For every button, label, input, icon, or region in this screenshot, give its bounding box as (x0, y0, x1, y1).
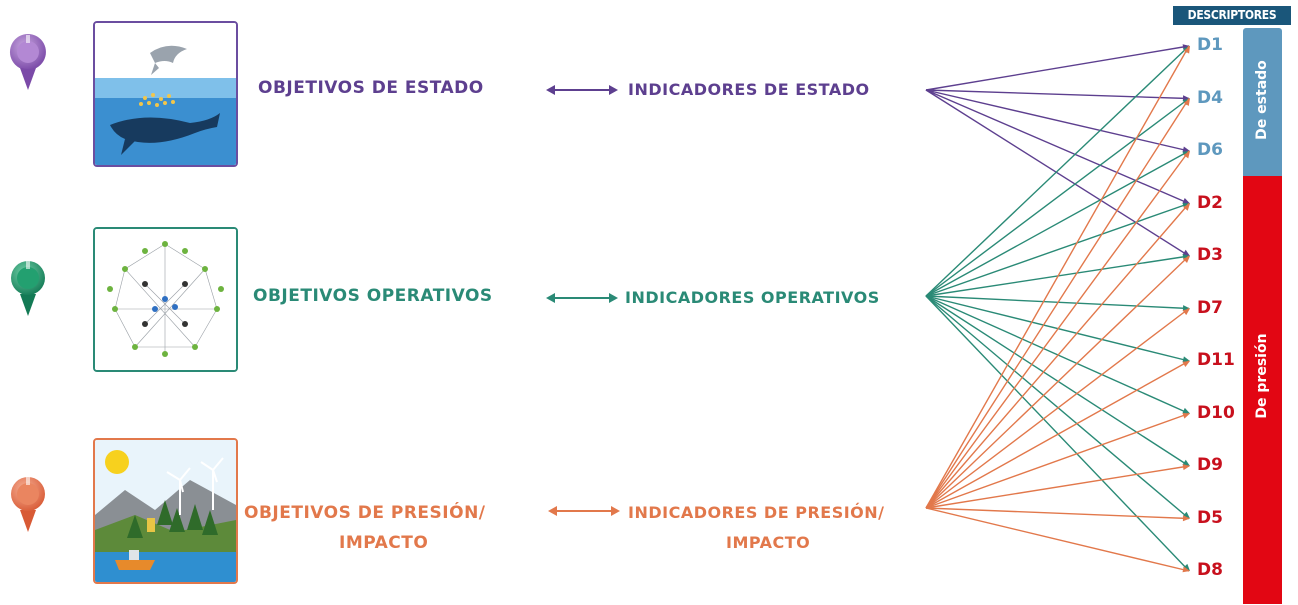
arrowhead-presion-d11 (1182, 361, 1190, 368)
double-arrow-icon (548, 506, 620, 516)
indicator-label-presion: INDICADORES DE PRESIÓN/ IMPACTO (628, 498, 885, 558)
indicator-label-operativos: INDICADORES OPERATIVOS (625, 288, 880, 307)
estado-image (93, 21, 238, 167)
indicator-label-presion-line1: INDICADORES DE PRESIÓN/ (628, 503, 885, 522)
link-presion-d3 (925, 255, 1190, 509)
arrowhead-operativos-d8 (1182, 563, 1190, 571)
link-presion-d10 (925, 412, 1190, 509)
link-operativos-d9 (925, 295, 1190, 467)
descriptor-d6: D6 (1197, 140, 1223, 160)
descriptor-d1: D1 (1197, 35, 1223, 55)
presion-bar (1243, 176, 1282, 604)
presion-bar-label: De presión (1254, 333, 1270, 419)
indicator-label-estado: INDICADORES DE ESTADO (628, 80, 870, 99)
arrowhead-estado-d3 (1182, 249, 1190, 256)
arrowhead-presion-d1 (1183, 46, 1190, 54)
descriptor-d4: D4 (1197, 87, 1223, 108)
arrowhead-estado-d4 (1182, 95, 1190, 102)
presion-pin-icon (11, 477, 45, 532)
link-estado-d2 (925, 89, 1190, 205)
arrowhead-operativos-d9 (1182, 459, 1190, 466)
estado-bar-label: De estado (1254, 60, 1270, 140)
double-arrow-icon (546, 85, 618, 95)
double-arrow-icon (546, 293, 618, 303)
link-operativos-d6 (925, 150, 1190, 297)
objective-label-presion-line2: IMPACTO (339, 533, 429, 553)
indicator-label-presion-line2: IMPACTO (726, 533, 811, 552)
descriptor-d3: D3 (1197, 245, 1223, 265)
descriptor-d10: D10 (1197, 402, 1235, 423)
link-estado-d4 (925, 89, 1190, 100)
arrowhead-presion-d10 (1182, 413, 1190, 419)
arrowhead-presion-d3 (1182, 256, 1190, 264)
arrowhead-operativos-d7 (1182, 305, 1190, 312)
link-operativos-d1 (925, 45, 1190, 297)
link-presion-d2 (925, 203, 1190, 509)
link-presion-d7 (925, 307, 1190, 509)
link-presion-d1 (925, 45, 1190, 509)
arrowhead-presion-d7 (1182, 308, 1190, 316)
link-presion-d6 (925, 150, 1190, 509)
descriptor-d5: D5 (1197, 507, 1223, 528)
arrowhead-presion-d4 (1183, 98, 1190, 107)
descriptor-d9: D9 (1197, 455, 1223, 475)
objective-label-presion: OBJETIVOS DE PRESIÓN/ IMPACTO (244, 498, 486, 558)
presion-image (93, 438, 238, 584)
arrowhead-presion-d5 (1182, 515, 1190, 522)
objective-label-operativos: OBJETIVOS OPERATIVOS (253, 286, 493, 306)
arrowhead-estado-d2 (1182, 197, 1190, 204)
estado-bar (1243, 28, 1282, 176)
arrowhead-operativos-d10 (1182, 407, 1190, 414)
link-estado-d6 (925, 89, 1190, 152)
descriptor-d2: D2 (1197, 192, 1223, 213)
link-operativos-d2 (925, 202, 1190, 297)
link-estado-d3 (925, 89, 1190, 257)
link-operativos-d4 (925, 97, 1190, 297)
link-presion-d8 (925, 507, 1190, 572)
descriptor-d7: D7 (1197, 297, 1223, 318)
link-presion-d4 (925, 98, 1190, 509)
objective-label-presion-line1: OBJETIVOS DE PRESIÓN/ (244, 503, 486, 523)
descriptores-header: DESCRIPTORES (1173, 6, 1291, 25)
descriptor-d8: D8 (1197, 560, 1223, 580)
operativos-pin-icon (11, 261, 45, 316)
link-presion-d5 (925, 507, 1190, 520)
arrowhead-presion-d9 (1182, 464, 1190, 471)
link-operativos-d5 (925, 295, 1190, 520)
arrowhead-presion-d6 (1183, 151, 1190, 159)
link-operativos-d8 (925, 295, 1190, 572)
arrowhead-presion-d2 (1183, 203, 1190, 211)
descriptor-d11: D11 (1197, 350, 1235, 370)
link-presion-d9 (925, 465, 1190, 509)
objective-label-estado: OBJETIVOS DE ESTADO (258, 78, 484, 98)
link-presion-d11 (925, 360, 1190, 509)
arrowhead-presion-d8 (1182, 566, 1190, 573)
estado-pin-icon (9, 34, 46, 90)
link-estado-d1 (925, 45, 1190, 91)
operativos-image (93, 227, 238, 372)
